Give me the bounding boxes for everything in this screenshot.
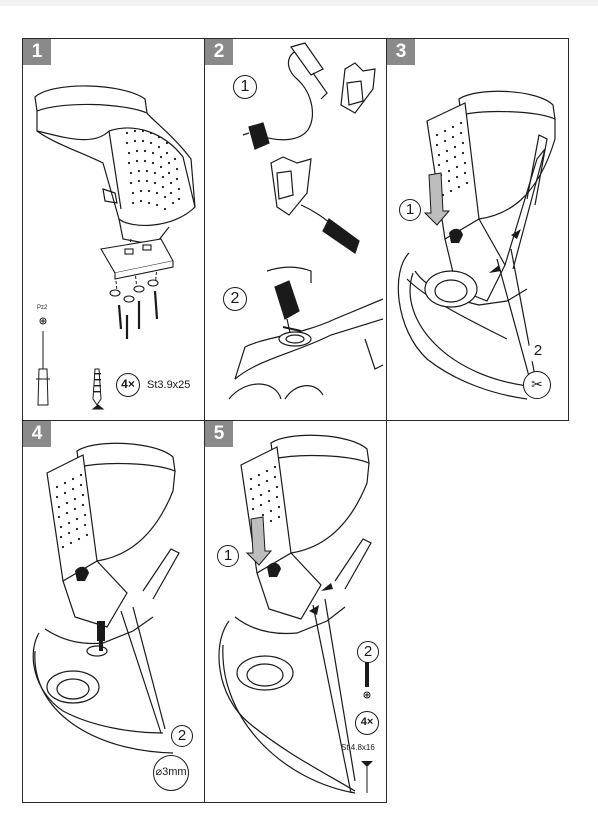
step-1-panel: 1 [22,38,205,421]
callout-2: 2 [171,725,193,747]
armrest-exploded-illustration [34,85,196,410]
drill-size-label: ⌀3mm [155,766,187,778]
step-2-number: 2 [205,39,233,65]
top-strip [0,0,598,6]
step-1-number: 1 [23,39,51,65]
step-2-panel: 2 1 2 [204,38,387,421]
drill-size-badge: ⌀3mm [153,755,189,791]
callout-1: 1 [233,75,257,99]
screw-spec-label: St3.9x25 [147,379,191,391]
callout-2: 2 [527,341,549,363]
callout-1: 1 [399,199,421,221]
screw-count-badge: 4× [116,373,140,397]
pz2-label: Pz2 [37,305,48,311]
step-3-number: 3 [387,39,415,65]
callout-2: 2 [223,287,247,311]
step-5-number: 5 [205,421,233,447]
step-4-panel: 4 2 [22,420,205,803]
screw-count-badge: 4× [355,711,379,735]
knife-icon: ✂ [523,371,551,399]
drilling-illustration [32,442,180,754]
callout-1: 1 [217,545,239,567]
power-socket-illustration [228,42,384,400]
screw-spec-label: St 4.8x16 [341,743,375,752]
armrest-mount-illustration [397,90,556,400]
final-screw-illustration [218,434,373,794]
step-4-number: 4 [23,421,51,447]
step-3-panel: 3 [386,38,569,421]
callout-2: 2 [357,641,379,663]
step-5-panel: 5 [204,420,387,803]
